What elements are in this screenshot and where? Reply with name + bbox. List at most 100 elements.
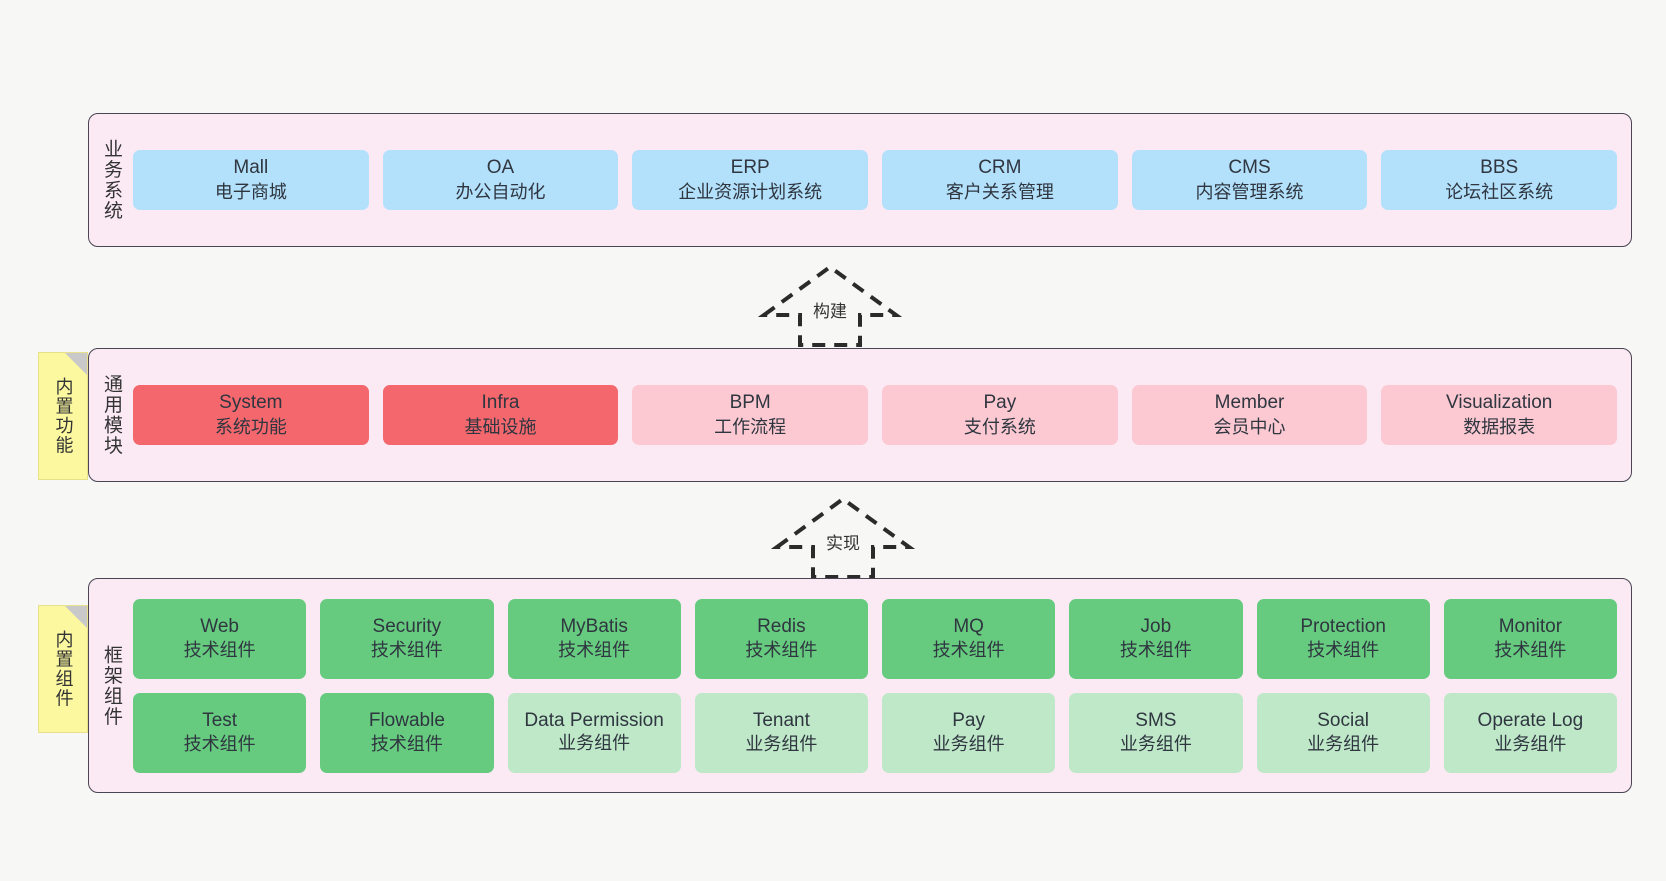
- card-subtitle: 办公自动化: [455, 181, 546, 202]
- card-title: ERP: [730, 157, 770, 179]
- card-subtitle: 技术组件: [745, 640, 818, 661]
- note-label: 内置组件: [53, 630, 74, 708]
- card-row: Test 技术组件 Flowable 技术组件 Data Permission …: [133, 692, 1617, 773]
- card-erp[interactable]: ERP 企业资源计划系统: [632, 150, 869, 210]
- card-tenant[interactable]: Tenant 业务组件: [694, 692, 868, 773]
- layer-common-modules: 通用模块 System 系统功能 Infra 基础设施 BPM 工作流程 Pay…: [88, 348, 1632, 482]
- arrow-shape-build: [757, 264, 903, 347]
- card-subtitle: 业务组件: [932, 734, 1005, 755]
- layer-body-common-modules: System 系统功能 Infra 基础设施 BPM 工作流程 Pay 支付系统…: [133, 349, 1631, 481]
- card-mq[interactable]: MQ 技术组件: [882, 598, 1056, 679]
- card-title: System: [219, 392, 283, 414]
- card-subtitle: 业务组件: [745, 734, 818, 755]
- card-title: Visualization: [1446, 392, 1553, 414]
- card-subtitle: 业务组件: [1494, 734, 1567, 755]
- card-test[interactable]: Test 技术组件: [133, 692, 307, 773]
- card-subtitle: 企业资源计划系统: [678, 181, 823, 202]
- card-subtitle: 内容管理系统: [1195, 181, 1304, 202]
- card-subtitle: 技术组件: [1119, 640, 1192, 661]
- card-subtitle: 基础设施: [464, 416, 537, 437]
- card-job[interactable]: Job 技术组件: [1069, 598, 1243, 679]
- card-title: Test: [202, 709, 238, 731]
- card-monitor[interactable]: Monitor 技术组件: [1443, 598, 1617, 679]
- card-mybatis[interactable]: MyBatis 技术组件: [507, 598, 681, 679]
- card-cms[interactable]: CMS 内容管理系统: [1131, 150, 1368, 210]
- card-social[interactable]: Social 业务组件: [1256, 692, 1430, 773]
- card-title: Job: [1140, 615, 1172, 637]
- card-security[interactable]: Security 技术组件: [320, 598, 494, 679]
- card-sms[interactable]: SMS 业务组件: [1069, 692, 1243, 773]
- card-subtitle: 系统功能: [214, 416, 287, 437]
- card-infra[interactable]: Infra 基础设施: [382, 385, 619, 445]
- layer-body-framework-components: Web 技术组件 Security 技术组件 MyBatis 技术组件 Redi…: [133, 579, 1631, 792]
- card-protection[interactable]: Protection 技术组件: [1256, 598, 1430, 679]
- card-subtitle: 技术组件: [932, 640, 1005, 661]
- folded-corner-icon: [65, 353, 87, 375]
- card-subtitle: 电子商城: [214, 181, 287, 202]
- card-title: Social: [1317, 709, 1369, 731]
- card-subtitle: 工作流程: [714, 416, 787, 437]
- card-title: Operate Log: [1477, 709, 1584, 731]
- card-flowable[interactable]: Flowable 技术组件: [320, 692, 494, 773]
- arrow-label-build: 构建: [813, 302, 847, 321]
- card-web[interactable]: Web 技术组件: [133, 598, 307, 679]
- card-title: Infra: [481, 392, 520, 414]
- card-visualization[interactable]: Visualization 数据报表: [1381, 385, 1618, 445]
- card-bpm[interactable]: BPM 工作流程: [632, 385, 869, 445]
- card-subtitle: 客户关系管理: [945, 181, 1054, 202]
- card-subtitle: 支付系统: [963, 416, 1036, 437]
- card-title: CRM: [978, 157, 1022, 179]
- card-subtitle: 技术组件: [370, 640, 443, 661]
- card-crm[interactable]: CRM 客户关系管理: [882, 150, 1118, 210]
- card-title: Flowable: [368, 709, 445, 731]
- card-bbs[interactable]: BBS 论坛社区系统: [1381, 150, 1618, 210]
- arrow-label-implement: 实现: [826, 534, 860, 553]
- card-subtitle: 技术组件: [1307, 640, 1380, 661]
- card-title: BBS: [1480, 157, 1519, 179]
- card-row: System 系统功能 Infra 基础设施 BPM 工作流程 Pay 支付系统…: [133, 385, 1618, 445]
- card-title: OA: [486, 157, 515, 179]
- card-subtitle: 技术组件: [1494, 640, 1567, 661]
- folded-corner-icon: [65, 606, 87, 628]
- card-title: Tenant: [752, 709, 810, 731]
- card-title: CMS: [1228, 157, 1271, 179]
- card-title: Data Permission: [524, 710, 664, 732]
- layer-body-business-systems: Mall 电子商城 OA 办公自动化 ERP 企业资源计划系统 CRM 客户关系…: [133, 114, 1631, 246]
- card-title: Protection: [1300, 615, 1386, 637]
- card-title: Security: [372, 615, 442, 637]
- card-subtitle: 技术组件: [183, 734, 256, 755]
- layer-title-business-systems: 业务系统: [101, 139, 123, 221]
- card-system[interactable]: System 系统功能: [133, 385, 369, 445]
- card-operate-log[interactable]: Operate Log 业务组件: [1443, 692, 1617, 773]
- card-title: Member: [1214, 392, 1285, 414]
- card-data-permission[interactable]: Data Permission 业务组件: [507, 692, 681, 773]
- card-subtitle: 业务组件: [558, 732, 631, 753]
- card-subtitle: 业务组件: [1119, 734, 1192, 755]
- card-title: Pay: [952, 709, 985, 731]
- card-title: Redis: [757, 615, 806, 637]
- card-title: Mall: [233, 157, 269, 179]
- card-oa[interactable]: OA 办公自动化: [382, 150, 619, 210]
- note-label: 内置功能: [53, 377, 74, 455]
- arrow-implement: 实现: [770, 495, 916, 579]
- card-subtitle: 技术组件: [558, 640, 631, 661]
- arrow-shape-implement: [770, 496, 916, 579]
- card-title: Web: [200, 615, 239, 637]
- card-mall[interactable]: Mall 电子商城: [133, 150, 369, 210]
- card-title: Pay: [983, 392, 1017, 414]
- card-title: MQ: [953, 615, 984, 637]
- card-title: BPM: [729, 392, 771, 414]
- card-member[interactable]: Member 会员中心: [1131, 385, 1368, 445]
- card-pay-component[interactable]: Pay 业务组件: [882, 692, 1056, 773]
- card-redis[interactable]: Redis 技术组件: [694, 598, 868, 679]
- card-subtitle: 论坛社区系统: [1445, 181, 1554, 202]
- layer-framework-components: 框架组件 Web 技术组件 Security 技术组件 MyBatis 技术组件…: [88, 578, 1632, 793]
- layer-title-common-modules: 通用模块: [101, 374, 123, 456]
- card-title: SMS: [1135, 709, 1177, 731]
- card-subtitle: 技术组件: [370, 734, 443, 755]
- card-title: MyBatis: [560, 615, 628, 637]
- layer-title-framework-components: 框架组件: [101, 644, 123, 727]
- card-title: Monitor: [1498, 615, 1563, 637]
- card-pay-module[interactable]: Pay 支付系统: [882, 385, 1118, 445]
